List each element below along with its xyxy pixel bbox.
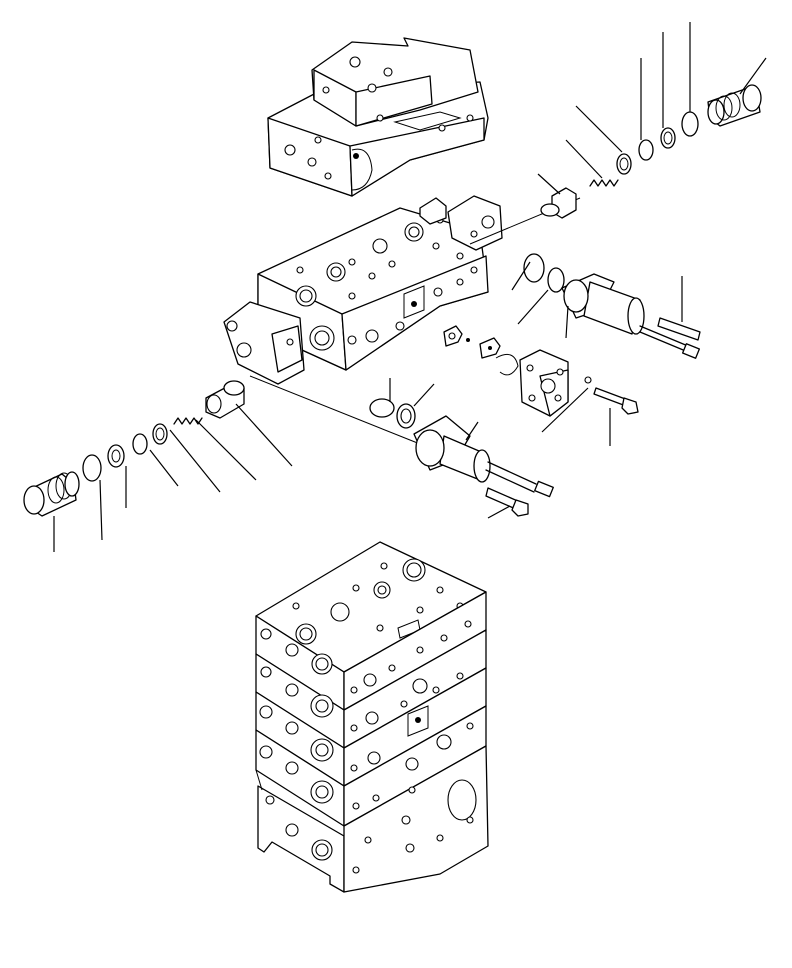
- stacked-valve-assembly: [255, 541, 489, 893]
- center-small-parts: [443, 325, 519, 376]
- right-o-ring-large: [681, 111, 699, 137]
- right-spring: [589, 179, 619, 187]
- left-o-ring-large: [82, 454, 102, 482]
- main-valve-block: [223, 195, 503, 385]
- right-spool: [540, 187, 577, 219]
- left-spring: [173, 417, 203, 425]
- lower-solenoid: [369, 398, 554, 517]
- left-plug: [23, 471, 80, 517]
- left-o-ring-small: [152, 423, 168, 445]
- washer-small: [584, 376, 592, 384]
- left-washer-b: [132, 433, 148, 455]
- right-o-ring-small: [616, 153, 632, 175]
- right-plug: [707, 84, 762, 127]
- right-solenoid: [523, 253, 701, 359]
- left-washer-a: [107, 444, 125, 468]
- bolt: [593, 387, 639, 415]
- right-washer-a: [660, 127, 676, 149]
- center-cover: [519, 349, 569, 417]
- right-washer-b: [638, 139, 654, 161]
- left-spool: [205, 380, 245, 419]
- top-cover-block: [267, 37, 489, 197]
